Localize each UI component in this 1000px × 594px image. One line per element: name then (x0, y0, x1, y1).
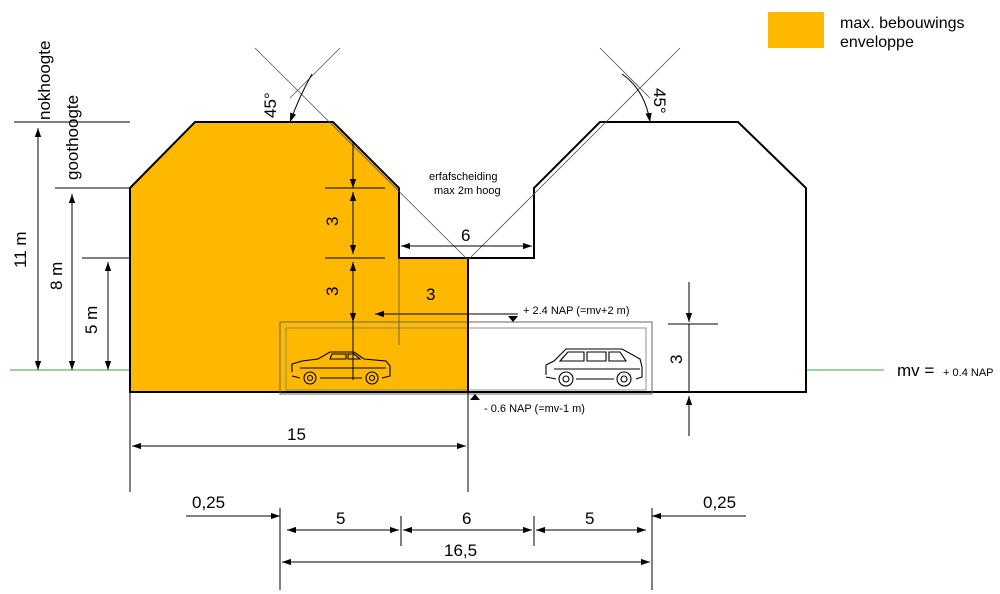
angle-label-right: 45° (650, 88, 669, 114)
station-wagon-icon (545, 348, 643, 387)
angle-line-right (467, 47, 681, 261)
legend-label-line1: max. bebouwings (840, 15, 965, 32)
label-8m: 8 m (47, 262, 66, 290)
angle-line-left (254, 47, 469, 261)
basement-inner (285, 327, 647, 391)
angle-line-right-top (599, 47, 651, 99)
mv-value: + 0.4 NAP (943, 367, 993, 379)
label-gap-width: 6 (461, 226, 470, 245)
label-right-margin: 0,25 (703, 493, 736, 512)
label-upper-nap: + 2.4 NAP (=mv+2 m) (523, 305, 629, 317)
upper-level-marker (508, 316, 518, 322)
boundary-label-line1: erfafscheiding (429, 171, 498, 183)
label-seg-left: 5 (336, 509, 345, 528)
angle-arc-right (621, 73, 652, 123)
basement-outline (279, 321, 653, 395)
right-building-outline (467, 121, 807, 393)
label-goothoogte: goothoogte (63, 95, 82, 180)
label-seg-right: 5 (585, 509, 594, 528)
label-seg-mid: 6 (462, 509, 471, 528)
legend-label-line2: enveloppe (840, 34, 914, 51)
label-step-lower: 3 (323, 287, 342, 296)
angle-arc-left (289, 73, 313, 123)
label-mv: mv = + 0.4 NAP (897, 361, 994, 380)
label-left-margin: 0,25 (192, 493, 225, 512)
angle-label-left: 45° (261, 92, 280, 118)
label-width-15: 15 (287, 425, 306, 444)
label-nokhoogte: nokhoogte (35, 41, 54, 120)
lower-level-marker (470, 394, 480, 400)
label-lower-nap: - 0.6 NAP (=mv-1 m) (484, 403, 585, 415)
coupe-car-icon (291, 351, 391, 385)
label-step-upper: 3 (323, 217, 342, 226)
angle-line-left-top (289, 47, 341, 99)
mv-text: mv = (897, 361, 934, 380)
label-total: 16,5 (444, 541, 477, 560)
legend-swatch (768, 12, 824, 48)
label-offset-3: 3 (426, 285, 435, 304)
label-5m: 5 m (82, 306, 101, 334)
label-basement-height: 3 (667, 355, 686, 364)
boundary-label-line2: max 2m hoog (434, 185, 501, 197)
label-11m: 11 m (11, 231, 30, 268)
